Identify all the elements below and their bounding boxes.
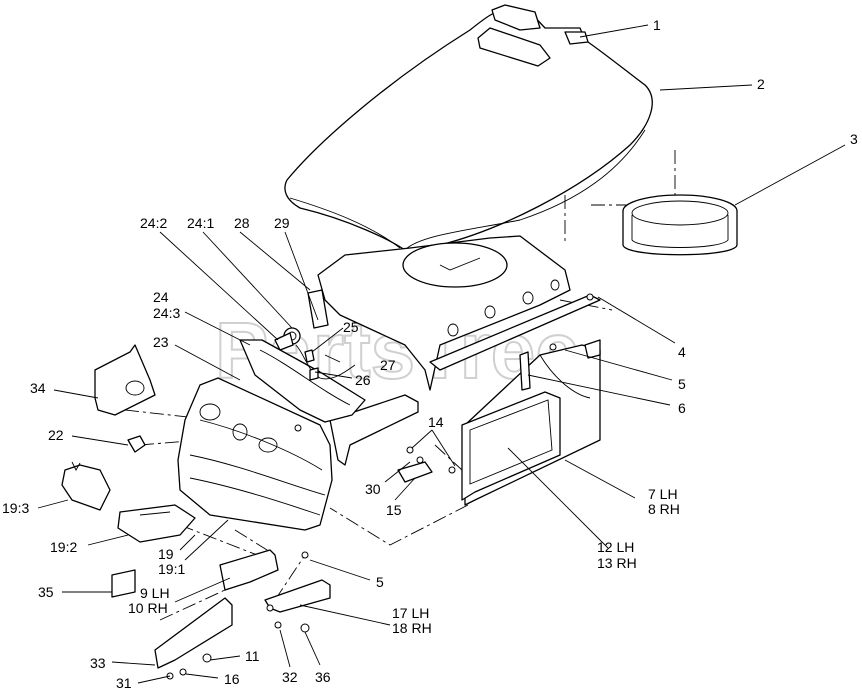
callout-2: 2 (757, 76, 765, 92)
callout-30: 30 (365, 481, 381, 497)
hood-grommet-ring (622, 194, 738, 256)
callout-14: 14 (428, 414, 444, 430)
pad-35 (111, 569, 136, 598)
callout-19-3: 19:3 (2, 500, 29, 516)
callout-4: 4 (678, 344, 686, 360)
lens-22 (127, 435, 146, 453)
callout-1: 1 (653, 17, 661, 33)
front-grille (177, 377, 419, 531)
callout-11: 11 (245, 648, 260, 664)
callout-33: 33 (90, 655, 106, 671)
wire-harness (295, 344, 356, 381)
callout-6: 6 (678, 400, 686, 416)
callout-22: 22 (48, 427, 64, 443)
callout-24-1: 24:1 (187, 215, 214, 231)
leader-lines (37, 24, 846, 684)
callout-19-2: 19:2 (50, 539, 77, 555)
callout-24-2: 24:2 (140, 215, 167, 231)
callout-26: 26 (355, 372, 371, 388)
callout-29: 29 (274, 215, 290, 231)
callout-35: 35 (38, 584, 54, 600)
headlight-assembly (274, 289, 329, 351)
callout-25: 25 (343, 319, 359, 335)
callout-5-lower: 5 (376, 574, 384, 590)
headlight-baffle (239, 339, 366, 423)
callout-5-upper: 5 (678, 376, 686, 392)
side-screen (461, 391, 561, 501)
hood (284, 4, 653, 251)
callout-27: 27 (380, 357, 396, 373)
callout-32: 32 (282, 669, 298, 685)
lens-19-2 (117, 504, 196, 543)
left-bracket (94, 344, 156, 416)
callout-23: 23 (153, 334, 169, 350)
lens-19-3 (61, 461, 111, 511)
mounting-plate (397, 446, 456, 483)
callout-34: 34 (30, 380, 46, 396)
callout-36: 36 (315, 669, 331, 685)
callout-16: 16 (224, 671, 240, 687)
lower-brackets (154, 293, 594, 680)
rear-cowl (317, 235, 601, 391)
callout-31: 31 (116, 675, 132, 691)
callout-28: 28 (234, 215, 250, 231)
callout-3: 3 (850, 131, 858, 147)
callout-15: 15 (386, 502, 402, 518)
